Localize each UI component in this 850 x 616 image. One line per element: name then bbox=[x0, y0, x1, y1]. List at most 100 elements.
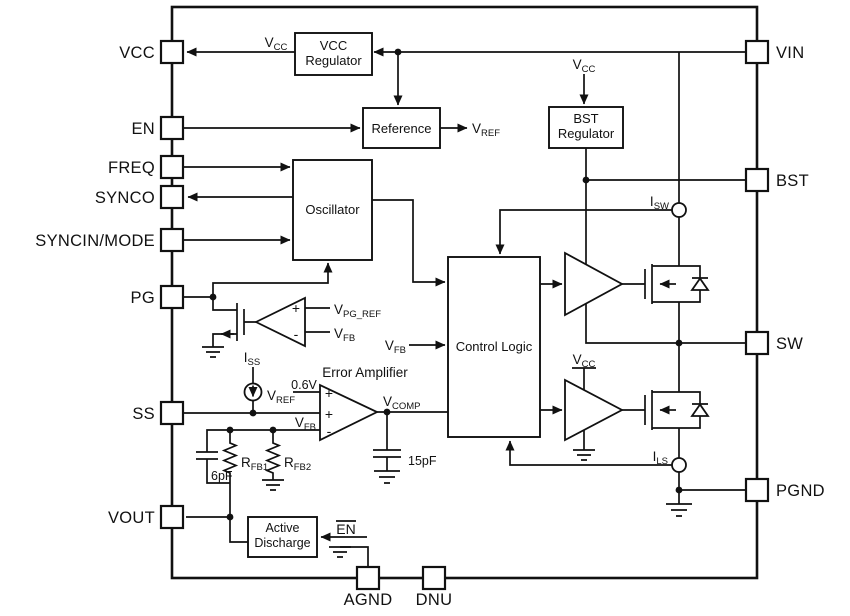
block-active-discharge-label1: Active bbox=[265, 521, 299, 535]
label-ea-ref-value: 0.6V bbox=[291, 378, 317, 392]
pin-en-pad bbox=[159, 115, 185, 141]
pin-syncin-mode-pad bbox=[159, 227, 185, 253]
ground-icon bbox=[666, 503, 692, 517]
pg-comp-plus: + bbox=[292, 300, 300, 316]
wire-osc-to-controllogic bbox=[372, 199, 446, 287]
pg-comp-minus: - bbox=[294, 326, 299, 342]
pin-pgnd-label: PGND bbox=[776, 482, 825, 500]
label-vref-out: VREF bbox=[472, 121, 500, 139]
block-active-discharge-box bbox=[247, 516, 318, 558]
pin-ss-label: SS bbox=[132, 405, 155, 423]
ea-minus: - bbox=[327, 423, 332, 439]
error-amplifier bbox=[319, 383, 380, 442]
pin-vout: VOUT bbox=[108, 504, 185, 530]
pin-vin: VIN bbox=[744, 39, 804, 65]
label-ff-cap-value: 6pF bbox=[211, 469, 233, 483]
label-rfb2: RFB2 bbox=[284, 455, 311, 473]
ils-sense-icon bbox=[671, 457, 687, 473]
pin-bst-label: BST bbox=[776, 172, 809, 190]
pin-dnu-pad bbox=[421, 565, 447, 591]
pin-synco: SYNCO bbox=[95, 184, 185, 210]
pin-dnu: DNU bbox=[416, 565, 453, 609]
pin-sw-pad bbox=[744, 330, 770, 356]
pin-vcc-label: VCC bbox=[119, 44, 155, 62]
pin-syncin-mode: SYNCIN/MODE bbox=[35, 227, 185, 253]
label-en-bar: EN bbox=[336, 520, 356, 537]
label-error-amplifier: Error Amplifier bbox=[322, 365, 408, 380]
ground-icon bbox=[329, 546, 351, 558]
wire-vfb-net bbox=[206, 429, 320, 452]
junction-dot bbox=[675, 339, 683, 347]
pin-sw: SW bbox=[744, 330, 803, 356]
ground-icon bbox=[573, 449, 595, 461]
block-active-discharge-label2: Discharge bbox=[254, 536, 310, 550]
pin-vcc-pad bbox=[159, 39, 185, 65]
pin-sw-label: SW bbox=[776, 335, 803, 353]
label-iss: ISS bbox=[244, 350, 260, 368]
error-amplifier-circuit bbox=[319, 383, 401, 484]
block-control-logic: Control Logic bbox=[447, 256, 541, 438]
label-vcc-bst: VCC bbox=[573, 57, 596, 75]
pin-agnd-label: AGND bbox=[344, 591, 393, 609]
block-vcc-regulator: VCC Regulator bbox=[294, 32, 373, 76]
pin-bst: BST bbox=[744, 167, 809, 193]
comp-capacitor bbox=[373, 412, 401, 471]
ls-gate-driver bbox=[564, 378, 624, 442]
pin-synco-label: SYNCO bbox=[95, 189, 155, 207]
hs-gate-driver bbox=[564, 251, 624, 317]
pins: VCC EN FREQ SYNCO SYNCIN/MODE PG SS VOU bbox=[35, 39, 825, 609]
pin-vcc: VCC bbox=[119, 39, 185, 65]
ground-icon bbox=[262, 479, 284, 491]
soft-start-source bbox=[243, 367, 263, 413]
junction-dot bbox=[582, 176, 590, 184]
junction-dot bbox=[394, 48, 402, 56]
block-oscillator-label: Oscillator bbox=[305, 202, 360, 217]
pin-pgnd: PGND bbox=[744, 477, 825, 503]
pin-syncin-mode-label: SYNCIN/MODE bbox=[35, 232, 155, 250]
label-vfb-ea: VFB bbox=[295, 415, 316, 433]
pg-comparator-input-stubs bbox=[305, 307, 330, 333]
ground-icon bbox=[374, 470, 400, 484]
feedback-network bbox=[196, 430, 284, 491]
junction-dot bbox=[209, 293, 217, 301]
label-comp-cap-value: 15pF bbox=[408, 454, 437, 468]
low-side-stage bbox=[564, 378, 710, 517]
block-vcc-regulator-label2: Regulator bbox=[305, 53, 362, 68]
pin-en: EN bbox=[131, 115, 185, 141]
block-control-logic-label: Control Logic bbox=[456, 339, 533, 354]
block-vcc-regulator-label1: VCC bbox=[320, 38, 347, 53]
pin-vout-label: VOUT bbox=[108, 509, 155, 527]
ea-plus-mid: + bbox=[325, 406, 333, 422]
hs-fet-gate bbox=[622, 264, 653, 304]
junction-dot bbox=[226, 426, 234, 434]
block-bst-regulator-label2: Regulator bbox=[558, 126, 615, 141]
block-bst-regulator: BST Regulator bbox=[548, 106, 624, 149]
label-vfb-cl: VFB bbox=[385, 338, 406, 356]
wire-vout-to-discharge bbox=[186, 516, 248, 543]
resistor-rfb2 bbox=[264, 430, 282, 480]
pg-fet-leads bbox=[212, 297, 237, 347]
junction-dot bbox=[226, 513, 234, 521]
pin-dnu-label: DNU bbox=[416, 591, 453, 609]
pin-freq-label: FREQ bbox=[108, 159, 155, 177]
ea-plus-top: + bbox=[325, 385, 333, 401]
block-bst-regulator-label1: BST bbox=[573, 111, 598, 126]
ls-fet-leads bbox=[652, 391, 680, 458]
pin-agnd-pad bbox=[355, 565, 381, 591]
label-vcomp: VCOMP bbox=[383, 394, 421, 412]
block-bst-regulator-box bbox=[548, 106, 624, 149]
isw-sense-icon bbox=[671, 202, 687, 218]
pin-pg-pad bbox=[159, 284, 185, 310]
label-vcc-lsdrv: VCC bbox=[573, 352, 596, 370]
wire-ils-feedback bbox=[505, 440, 672, 466]
resistor-rfb1 bbox=[221, 430, 239, 483]
pin-bst-pad bbox=[744, 167, 770, 193]
label-vpg-ref: VPG_REF bbox=[334, 302, 381, 320]
high-side-stage bbox=[564, 202, 710, 343]
junction-dot bbox=[269, 426, 277, 434]
pin-ss: SS bbox=[132, 400, 185, 426]
feedforward-capacitor bbox=[196, 451, 230, 484]
ls-fet-gate bbox=[622, 390, 653, 430]
